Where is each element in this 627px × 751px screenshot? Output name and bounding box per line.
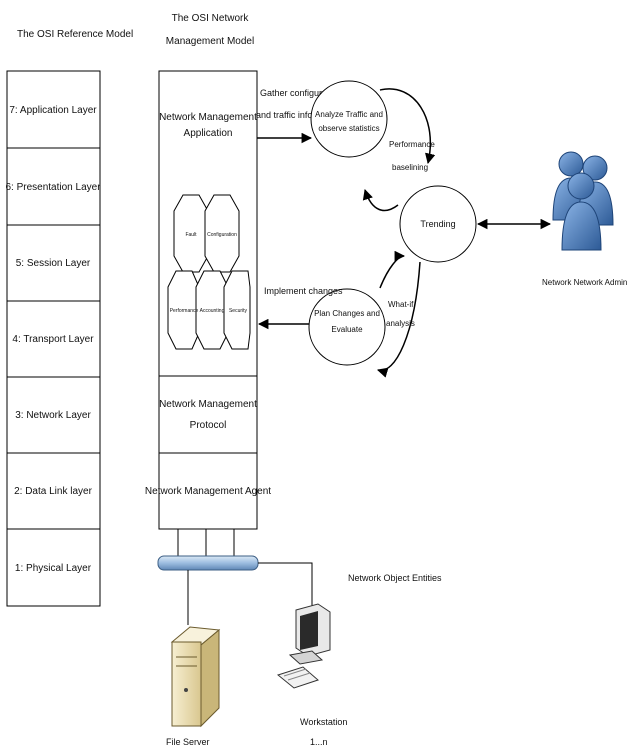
admins-label: Network Network Administrators	[542, 278, 627, 287]
osi-layer-7: 7: Application Layer	[9, 105, 97, 116]
gather-label-line1: Gather configuration	[260, 88, 342, 98]
trending-label: Trending	[420, 219, 455, 229]
file-server-label: File Server	[166, 737, 210, 747]
osi-layer-2: 2: Data Link layer	[14, 486, 92, 497]
analyze-line2: observe statistics	[318, 124, 379, 133]
trending-circle	[399, 185, 477, 263]
entities-label: Network Object Entities	[348, 573, 442, 583]
osi-layer-3: 3: Network Layer	[15, 410, 91, 421]
mgmt-application-line2: Application	[184, 128, 233, 139]
plan-circle	[308, 288, 386, 366]
osi-layer-box	[6, 376, 101, 454]
baselining-line1: Performance	[389, 140, 435, 149]
baselining-line2: baselining	[392, 163, 428, 172]
whatif-line1: What-if	[388, 300, 414, 309]
osi-layer-box	[6, 452, 101, 530]
analyze-circle	[310, 80, 388, 158]
mgmt-protocol-line1: Network Management	[159, 399, 257, 410]
implement-label: Implement changes	[264, 286, 343, 296]
osi-layer-stack	[6, 70, 101, 607]
osi-model-title: The OSI Reference Model	[17, 29, 133, 40]
people-group-icon	[552, 151, 614, 251]
osi-layer-box	[6, 224, 101, 302]
whatif-line2: analysis	[386, 319, 415, 328]
network-bus-connectors	[177, 529, 235, 556]
fcaps-performance-label: Performance	[170, 308, 199, 314]
bus-to-workstation-link	[258, 562, 313, 606]
fcaps-accounting-octagon	[195, 270, 229, 350]
fcaps-security-label: Security	[229, 308, 248, 314]
workstation-line1: Workstation	[300, 717, 347, 727]
osi-layer-box	[6, 528, 101, 607]
osi-layer-5: 5: Session Layer	[16, 258, 91, 269]
mgmt-application-line1: Network Management	[159, 112, 257, 123]
mgmt-protocol-box	[158, 375, 258, 454]
return-arc-lower	[379, 250, 406, 289]
fcaps-accounting-label: Accounting	[200, 308, 225, 314]
fcaps-performance-octagon	[167, 270, 200, 350]
whatif-arc	[376, 261, 421, 378]
mgmt-agent-label: Network Management Agent	[145, 486, 271, 497]
osi-layer-box	[6, 300, 101, 378]
osi-layer-4: 4: Transport Layer	[12, 334, 94, 345]
mgmt-model-title-line2: Management Model	[166, 36, 254, 47]
plan-line1: Plan Changes and	[314, 309, 380, 318]
fcaps-security-octagon	[223, 270, 251, 350]
osi-layer-box	[6, 147, 101, 226]
workstation-line2: 1...n	[310, 737, 328, 747]
gather-label-line2: and traffic information	[256, 110, 342, 120]
fcaps-fault-label: Fault	[185, 232, 197, 238]
file-server-icon	[170, 626, 221, 728]
fcaps-configuration-octagon	[204, 194, 240, 273]
fcaps-group	[167, 194, 251, 350]
workstation-icon	[276, 603, 331, 689]
baselining-arc	[379, 88, 436, 165]
return-arc-upper	[362, 188, 399, 212]
analyze-line1: Analyze Traffic and	[315, 110, 383, 119]
fcaps-configuration-label: Configuration	[207, 232, 237, 238]
osi-layer-box	[6, 70, 101, 149]
mgmt-protocol-line2: Protocol	[190, 420, 227, 431]
network-bus	[157, 555, 259, 571]
osi-layer-6: 6: Presentation Layer	[5, 182, 101, 193]
mgmt-agent-box	[158, 452, 258, 530]
mgmt-model-title-line1: The OSI Network	[172, 13, 250, 24]
plan-line2: Evaluate	[331, 325, 363, 334]
osi-layer-1: 1: Physical Layer	[15, 563, 92, 574]
fcaps-fault-octagon	[173, 194, 209, 273]
